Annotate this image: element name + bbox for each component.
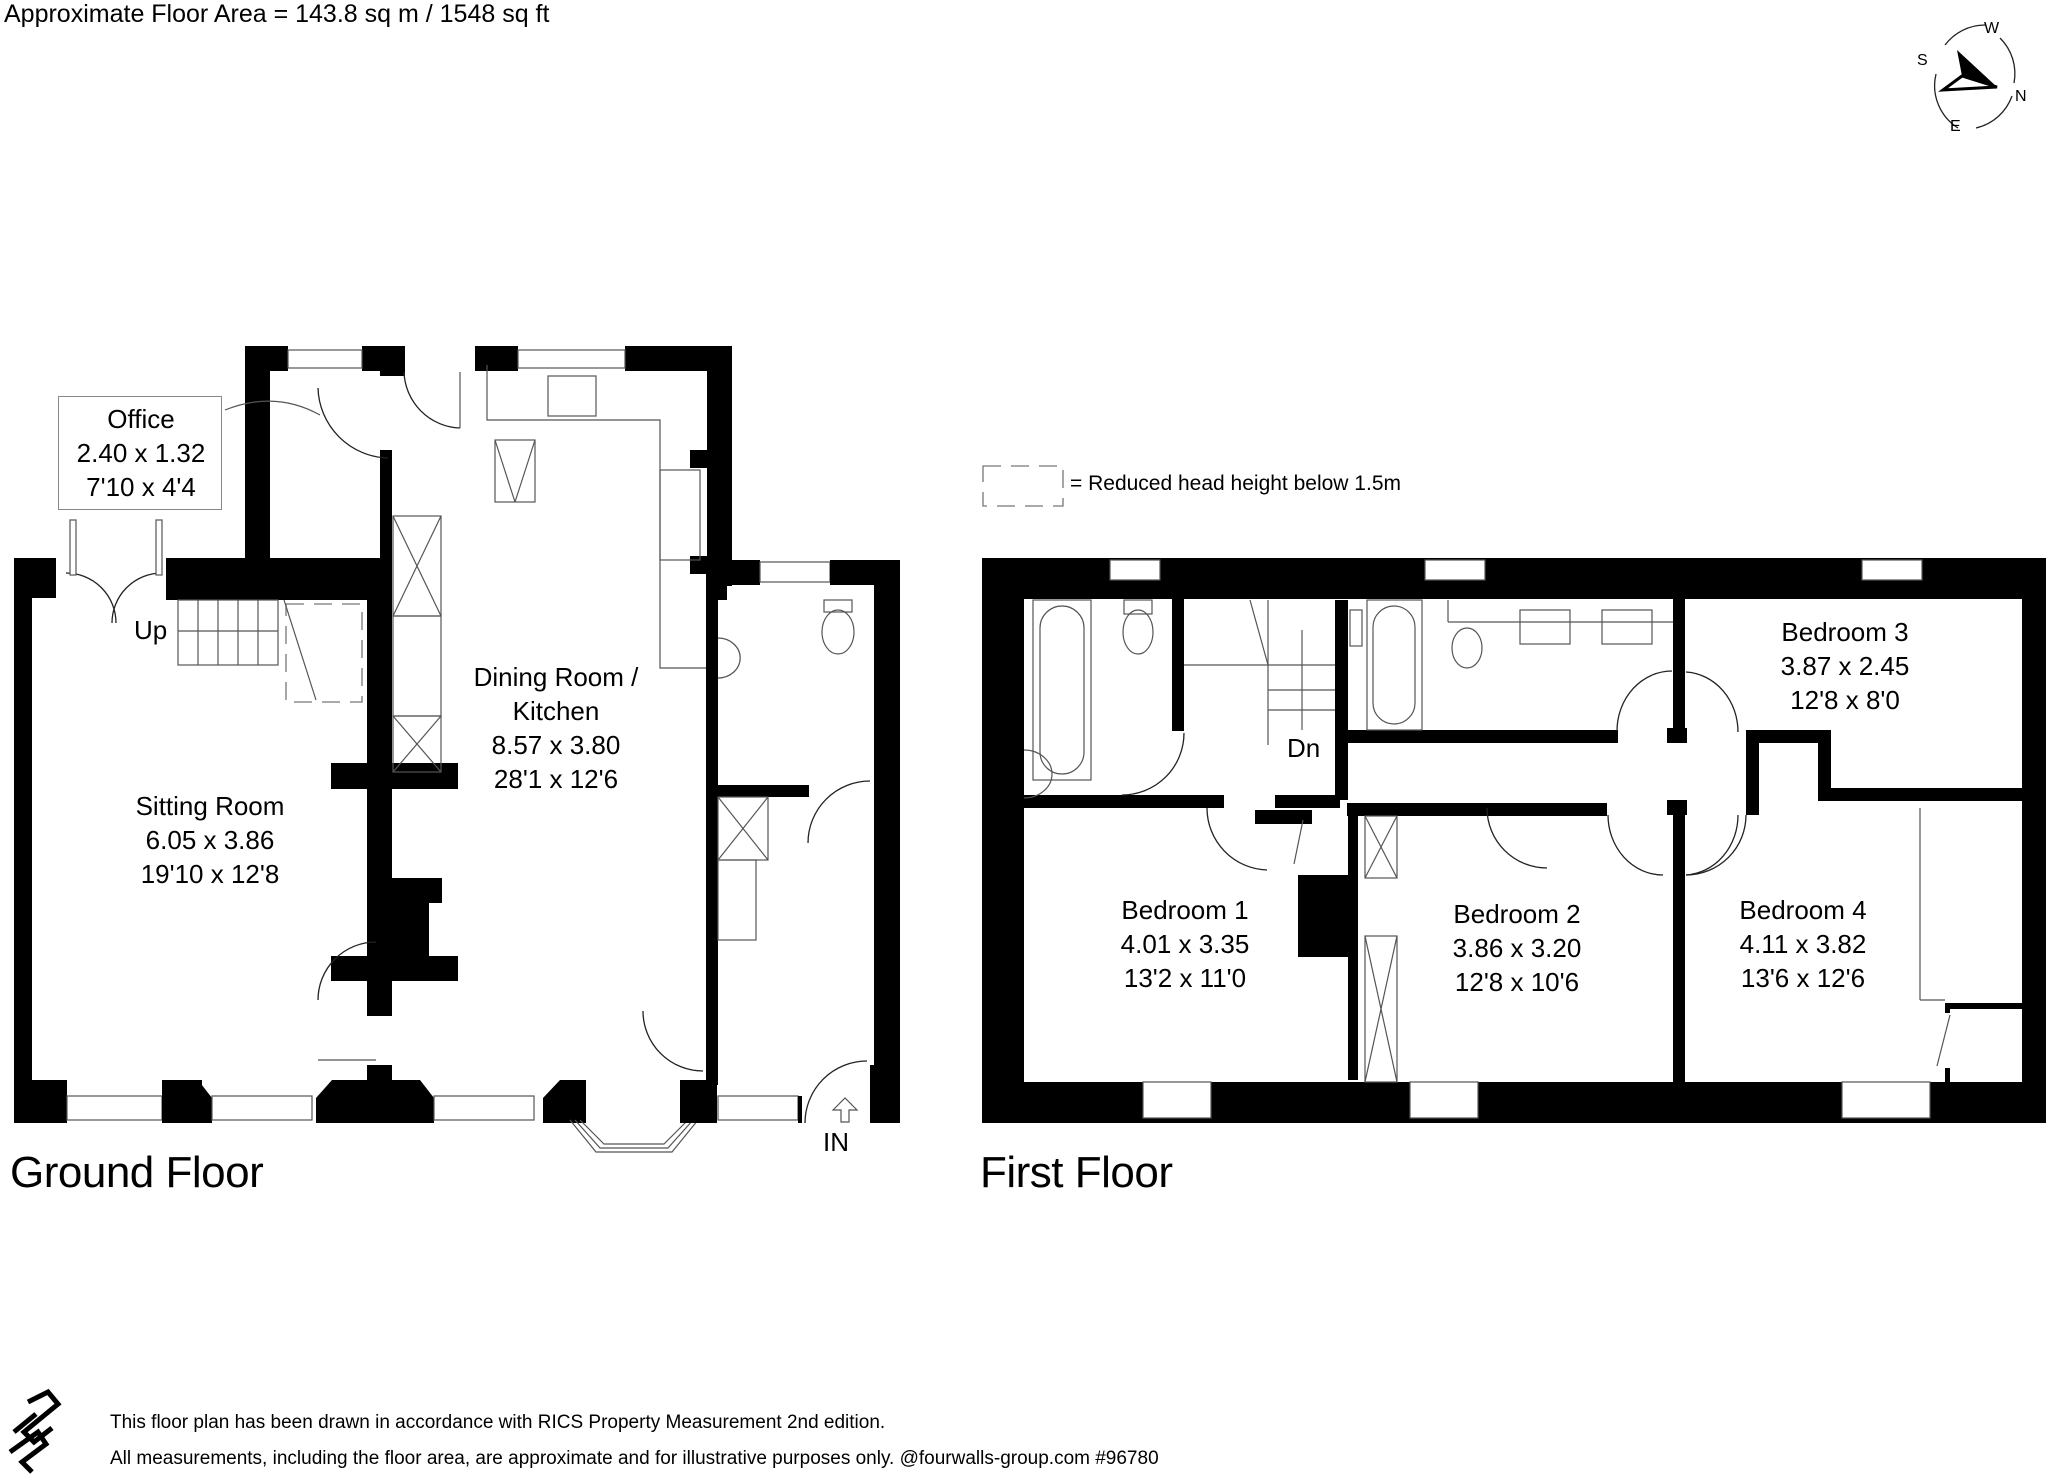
room-label-bedroom-1: Bedroom 1 4.01 x 3.35 13'2 x 11'0 <box>1121 893 1250 995</box>
room-name: Bedroom 2 <box>1453 899 1581 929</box>
room-imperial: 13'2 x 11'0 <box>1123 963 1247 993</box>
stairs-down-label: Dn <box>1287 733 1321 763</box>
room-imperial: 13'6 x 12'6 <box>1740 963 1866 993</box>
room-metric: 6.05 x 3.86 <box>145 825 275 855</box>
room-metric: 3.86 x 3.20 <box>1452 933 1582 963</box>
room-label-dining-kitchen: Dining Room / Kitchen 8.57 x 3.80 28'1 x… <box>474 660 639 796</box>
office-label-box <box>58 396 222 510</box>
room-metric: 2.40 x 1.32 <box>76 438 206 468</box>
room-name: Bedroom 1 <box>1121 895 1249 925</box>
room-imperial: 19'10 x 12'8 <box>140 859 280 889</box>
room-label-office: Office 2.40 x 1.32 7'10 x 4'4 <box>77 402 206 504</box>
room-metric: 4.01 x 3.35 <box>1120 929 1250 959</box>
compass-north-arrow-icon <box>1933 24 2016 129</box>
approx-floor-area: Approximate Floor Area = 143.8 sq m / 15… <box>4 0 550 28</box>
room-imperial: 7'10 x 4'4 <box>86 472 196 502</box>
room-imperial: 28'1 x 12'6 <box>493 764 619 794</box>
first-staircase <box>1184 599 1335 745</box>
ground-staircase <box>177 599 363 703</box>
entrance-label: IN <box>823 1127 849 1157</box>
room-label-sitting-room: Sitting Room 6.05 x 3.86 19'10 x 12'8 <box>136 789 285 891</box>
compass-south-label: S <box>1917 52 1928 69</box>
reduced-head-height-legend: = Reduced head height below 1.5m <box>1070 472 1401 495</box>
room-metric: 4.11 x 3.82 <box>1739 929 1867 959</box>
compass-west-label: W <box>1984 20 2000 37</box>
room-name: Sitting Room <box>135 791 285 821</box>
room-label-bedroom-3: Bedroom 3 3.87 x 2.45 12'8 x 8'0 <box>1781 615 1910 717</box>
room-imperial: 12'8 x 10'6 <box>1454 967 1580 997</box>
floor-label-ground: Ground Floor <box>10 1148 264 1197</box>
room-imperial: 12'8 x 8'0 <box>1790 685 1900 715</box>
fourwalls-logo-icon <box>8 1388 62 1474</box>
room-name-line1: Dining Room / <box>473 662 639 692</box>
room-name: Bedroom 4 <box>1739 895 1867 925</box>
floor-label-first: First Floor <box>980 1148 1173 1197</box>
footer-rics-statement: This floor plan has been drawn in accord… <box>110 1412 886 1433</box>
room-name-line2: Kitchen <box>512 696 600 726</box>
footer-disclaimer: All measurements, including the floor ar… <box>110 1448 1159 1469</box>
stairs-up-label: Up <box>134 615 168 645</box>
compass-east-label: E <box>1950 118 1961 135</box>
room-metric: 8.57 x 3.80 <box>491 730 621 760</box>
room-name: Office <box>107 404 175 434</box>
room-label-bedroom-4: Bedroom 4 4.11 x 3.82 13'6 x 12'6 <box>1739 893 1866 995</box>
room-name: Bedroom 3 <box>1781 617 1909 647</box>
first-floor-plan <box>982 465 2046 1123</box>
room-metric: 3.87 x 2.45 <box>1780 651 1910 681</box>
room-label-bedroom-2: Bedroom 2 3.86 x 3.20 12'8 x 10'6 <box>1453 897 1582 999</box>
compass-north-label: N <box>2015 88 2027 105</box>
wall <box>245 346 270 576</box>
ground-floor-plan <box>14 346 900 1153</box>
